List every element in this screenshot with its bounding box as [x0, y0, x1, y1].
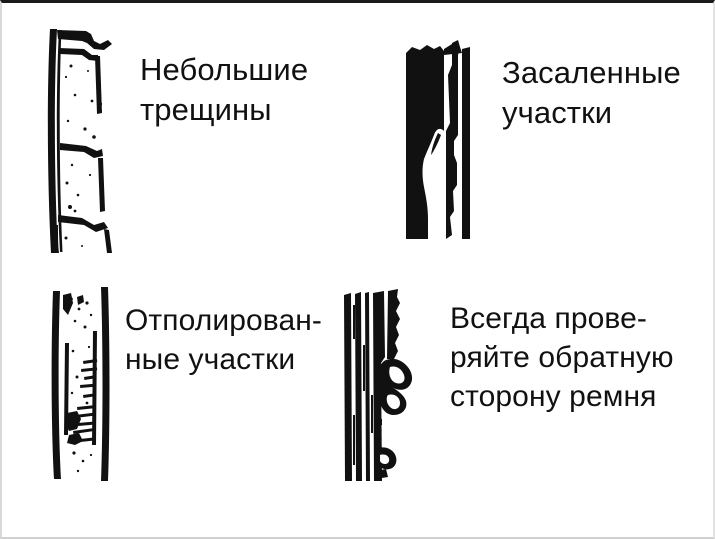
belt-glazed-surface-icon — [406, 40, 470, 239]
caption-backside: Всегда прове- ряйте обратную сторону рем… — [450, 302, 674, 413]
panel-cracks: Небольшие трещины — [42, 25, 308, 257]
caption-polished: Отполирован- ные участки — [125, 304, 323, 376]
panel-backside: Всегда прове- ряйте обратную сторону рем… — [340, 285, 674, 483]
belt-cross-section-with-cracks-icon — [47, 29, 112, 253]
panel-polished: Отполирован- ные участки — [47, 285, 322, 483]
panel-glazed: Засаленные участки — [400, 35, 681, 245]
belt-polished-surface-icon — [51, 287, 110, 481]
belt-reverse-side-damage-icon — [344, 289, 413, 481]
caption-glazed: Засаленные участки — [502, 55, 681, 131]
caption-cracks: Небольшие трещины — [140, 52, 309, 128]
